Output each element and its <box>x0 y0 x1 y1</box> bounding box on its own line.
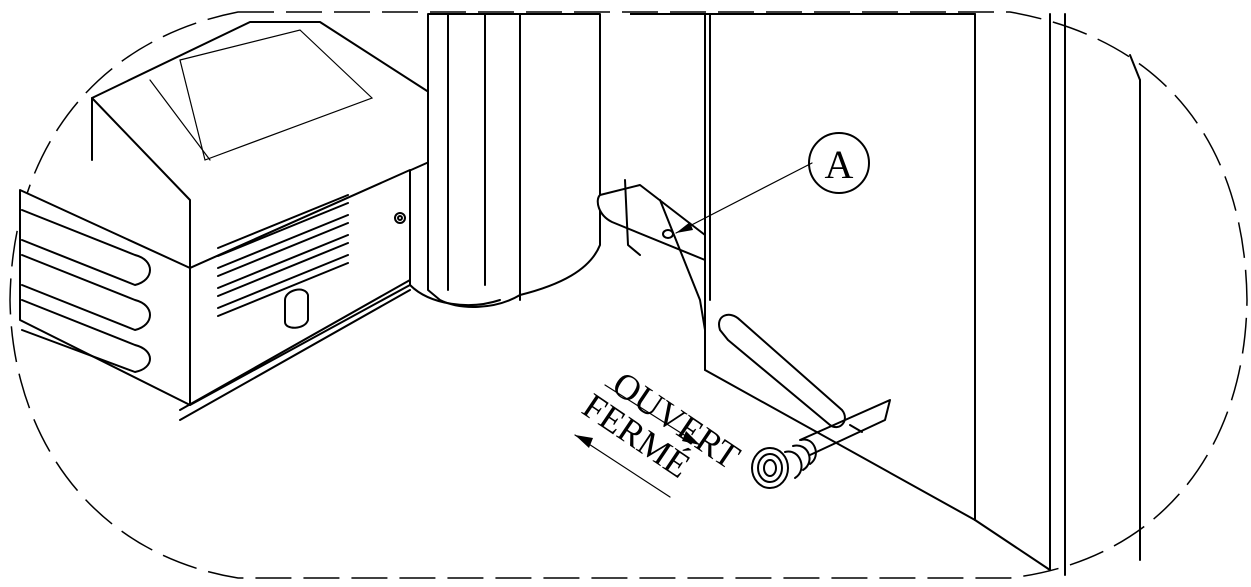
callout-a: A <box>675 132 870 234</box>
bracket <box>596 179 706 331</box>
vent-slots <box>217 194 349 317</box>
spring-coil <box>751 438 817 489</box>
detail-boundary <box>9 11 1248 579</box>
center-column <box>409 13 601 308</box>
direction-indicator: OUVERT FERMÉ <box>574 363 747 498</box>
side-panel <box>630 13 1141 576</box>
appliance-housing <box>19 21 439 421</box>
callout-label: A <box>825 142 854 187</box>
hole-a <box>662 229 674 239</box>
locking-pin <box>751 399 891 489</box>
callout-circle <box>808 132 870 194</box>
